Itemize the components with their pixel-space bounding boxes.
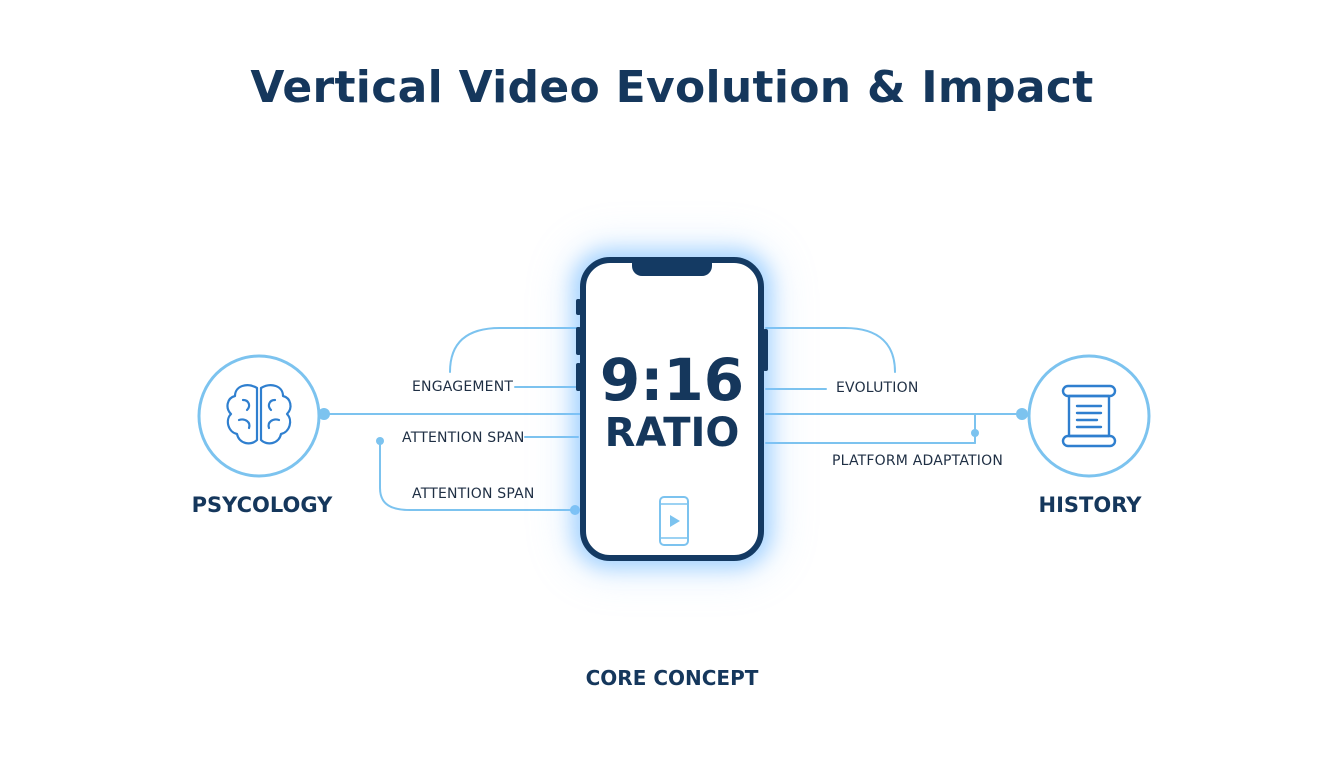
brain-icon	[226, 384, 292, 445]
connector-dot-left-small	[376, 437, 384, 445]
scroll-icon	[1061, 384, 1117, 448]
history-label: HISTORY	[1038, 493, 1142, 517]
phone-side-button-left-2	[576, 327, 581, 355]
connector-dot-left-bottom	[570, 505, 580, 515]
phone-notch	[632, 262, 712, 276]
phone-side-button-left-1	[576, 299, 581, 315]
diagram-title: Vertical Video Evolution & Impact	[250, 62, 1094, 113]
attention-span-label-1: ATTENTION SPAN	[402, 430, 525, 446]
attention-span-label-2: ATTENTION SPAN	[412, 486, 535, 502]
connector-dot-left-main	[318, 408, 330, 420]
platform-adaptation-label: PLATFORM ADAPTATION	[832, 453, 1003, 469]
connector-attention-span-2	[379, 440, 576, 511]
psychology-label: PSYCOLOGY	[191, 493, 333, 517]
connector-left-top-arc	[449, 327, 579, 373]
phone-frame: 9:16 RATIO	[576, 257, 768, 561]
connector-right-top-arc	[765, 327, 896, 373]
evolution-label: EVOLUTION	[836, 380, 919, 396]
ratio-word: RATIO	[604, 410, 740, 456]
history-node	[1027, 354, 1151, 478]
core-concept-caption: CORE CONCEPT	[585, 666, 759, 690]
psychology-node	[197, 354, 321, 478]
connector-dot-right-small	[971, 429, 979, 437]
engagement-label: ENGAGEMENT	[412, 379, 514, 395]
phone-play-icon	[659, 496, 689, 546]
connector-dot-right-main	[1016, 408, 1028, 420]
phone-side-button-left-3	[576, 363, 581, 391]
phone-side-button-right	[763, 329, 768, 371]
ratio-number: 9:16	[599, 346, 745, 414]
